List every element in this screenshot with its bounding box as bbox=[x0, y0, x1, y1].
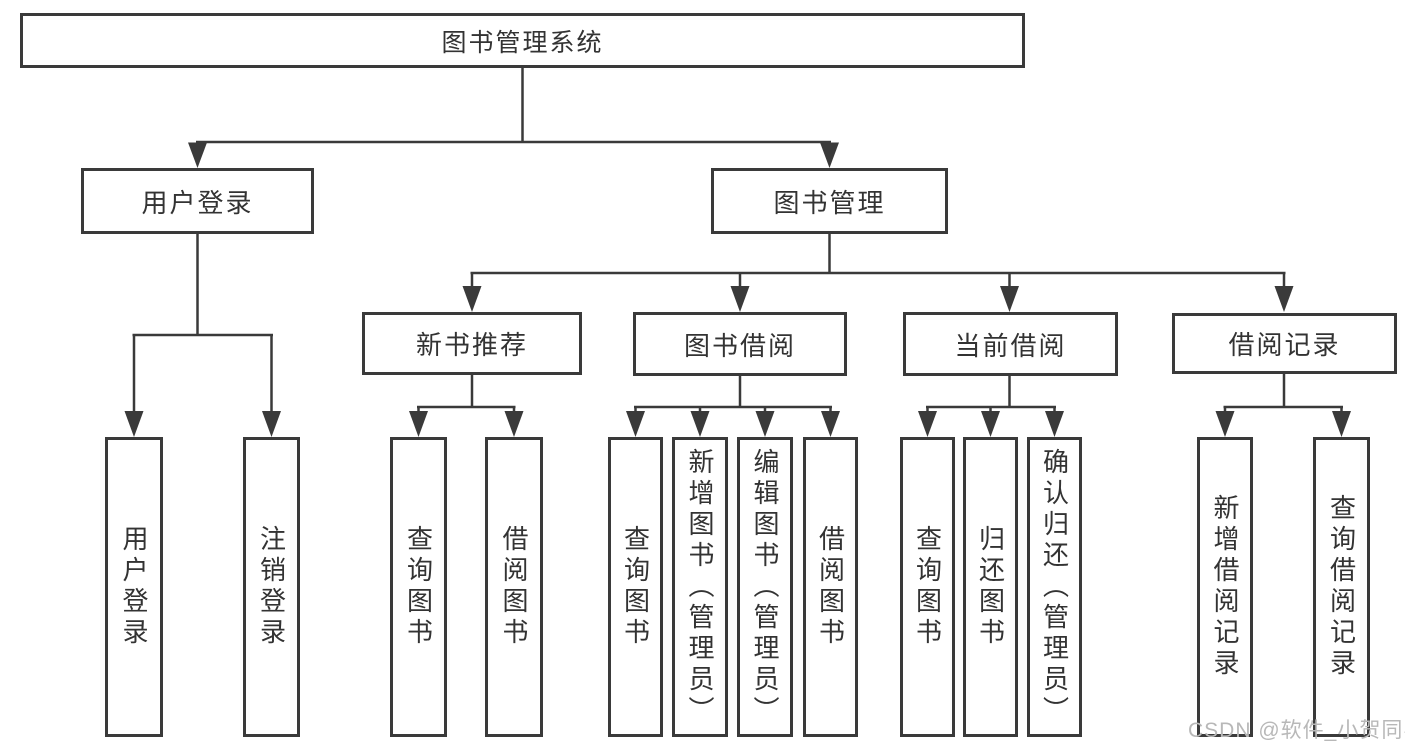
leaf-add-borrow-record-label: 新增借阅记录 bbox=[1210, 494, 1240, 680]
leaf-borrow-query-books: 查询图书 bbox=[608, 437, 663, 737]
leaf-recommend-borrow-books: 借阅图书 bbox=[485, 437, 543, 737]
leaf-user-login-label: 用户登录 bbox=[119, 525, 149, 649]
leaf-current-query-books: 查询图书 bbox=[900, 437, 955, 737]
leaf-add-books-admin-label: 新增图书（管理员） bbox=[685, 448, 715, 727]
leaf-logout: 注销登录 bbox=[243, 437, 300, 737]
leaf-current-query-books-label: 查询图书 bbox=[912, 525, 943, 649]
leaf-recommend-query-books-label: 查询图书 bbox=[403, 525, 434, 649]
node-book-management: 图书管理 bbox=[711, 168, 948, 234]
leaf-edit-books-admin-label: 编辑图书（管理员） bbox=[750, 448, 780, 727]
leaf-confirm-return-admin: 确认归还（管理员） bbox=[1027, 437, 1082, 737]
node-user-login-label: 用户登录 bbox=[141, 187, 254, 218]
leaf-return-books-label: 归还图书 bbox=[975, 525, 1006, 649]
node-new-book-recommend: 新书推荐 bbox=[362, 312, 582, 375]
leaf-query-borrow-record: 查询借阅记录 bbox=[1313, 437, 1370, 737]
node-current-borrow-label: 当前借阅 bbox=[954, 330, 1067, 361]
leaf-recommend-borrow-books-label: 借阅图书 bbox=[499, 525, 529, 649]
node-current-borrow: 当前借阅 bbox=[903, 312, 1118, 376]
leaf-edit-books-admin: 编辑图书（管理员） bbox=[737, 437, 793, 737]
node-book-borrow: 图书借阅 bbox=[633, 312, 847, 376]
arrowheads bbox=[124, 142, 1351, 437]
leaf-borrow-books: 借阅图书 bbox=[803, 437, 858, 737]
leaf-confirm-return-admin-label: 确认归还（管理员） bbox=[1039, 448, 1070, 727]
node-borrow-records: 借阅记录 bbox=[1172, 313, 1397, 374]
leaf-borrow-query-books-label: 查询图书 bbox=[620, 525, 651, 649]
csdn-watermark: CSDN @软件_小贺同学 bbox=[1188, 719, 1405, 742]
node-borrow-records-label: 借阅记录 bbox=[1228, 330, 1341, 360]
node-book-borrow-label: 图书借阅 bbox=[683, 330, 796, 361]
node-root-label: 图书管理系统 bbox=[441, 28, 604, 57]
leaf-add-books-admin: 新增图书（管理员） bbox=[672, 437, 728, 737]
leaf-user-login: 用户登录 bbox=[105, 437, 163, 737]
leaf-logout-label: 注销登录 bbox=[256, 525, 287, 649]
leaf-query-borrow-record-label: 查询借阅记录 bbox=[1326, 494, 1357, 680]
node-root: 图书管理系统 bbox=[20, 13, 1025, 68]
leaf-return-books: 归还图书 bbox=[963, 437, 1018, 737]
leaf-borrow-books-label: 借阅图书 bbox=[815, 525, 846, 649]
leaf-recommend-query-books: 查询图书 bbox=[390, 437, 447, 737]
node-user-login: 用户登录 bbox=[81, 168, 314, 234]
node-book-management-label: 图书管理 bbox=[773, 187, 886, 218]
leaf-add-borrow-record: 新增借阅记录 bbox=[1197, 437, 1253, 737]
node-new-book-recommend-label: 新书推荐 bbox=[415, 330, 528, 360]
